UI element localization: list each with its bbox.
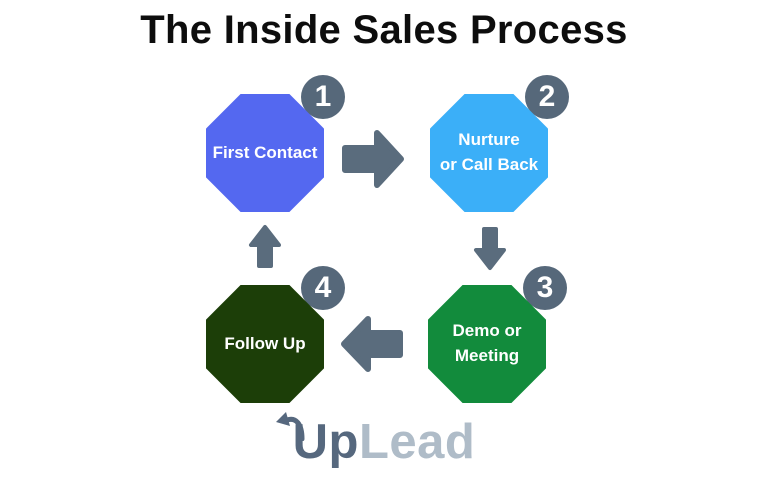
step-3-label-line2: Meeting	[454, 346, 520, 365]
step-1-number: 1	[314, 80, 332, 113]
step-3-number: 3	[536, 271, 554, 304]
uplead-logo: Up Lead	[0, 411, 768, 470]
step-follow-up: 4 Follow Up	[206, 266, 345, 403]
arrow-up-icon	[247, 224, 283, 269]
step-1-number-badge: 1	[301, 75, 345, 119]
step-3-label: Demo or	[452, 321, 522, 341]
page-title: The Inside Sales Process	[140, 8, 628, 52]
logo-text-up: Up	[292, 415, 359, 469]
step-first-contact: 1 First Contact	[206, 75, 345, 212]
logo-arrow-hook-icon	[275, 411, 306, 446]
step-2-number-badge: 2	[525, 75, 569, 119]
logo-text-lead: Lead	[358, 415, 476, 469]
step-4-octagon: Follow Up	[206, 285, 324, 403]
step-2-label: Nurture	[458, 130, 520, 150]
step-2-label-line2: or Call Back	[439, 155, 539, 174]
arrow-right-icon	[341, 127, 405, 191]
arrow-left-icon	[340, 314, 404, 374]
step-nurture-or-call-back: 2 Nurture or Call Back	[430, 75, 569, 212]
step-2-number: 2	[538, 80, 556, 113]
arrow-down-icon	[472, 226, 508, 271]
step-4-label: Follow Up	[224, 333, 306, 353]
step-3-octagon: Demo or Meeting	[428, 285, 546, 403]
step-3-number-badge: 3	[523, 266, 567, 310]
step-1-octagon: First Contact	[206, 94, 324, 212]
step-4-number: 4	[314, 271, 332, 304]
step-4-number-badge: 4	[301, 266, 345, 310]
step-1-label: First Contact	[212, 142, 318, 162]
step-demo-or-meeting: 3 Demo or Meeting	[428, 266, 567, 403]
step-2-octagon: Nurture or Call Back	[430, 94, 548, 212]
